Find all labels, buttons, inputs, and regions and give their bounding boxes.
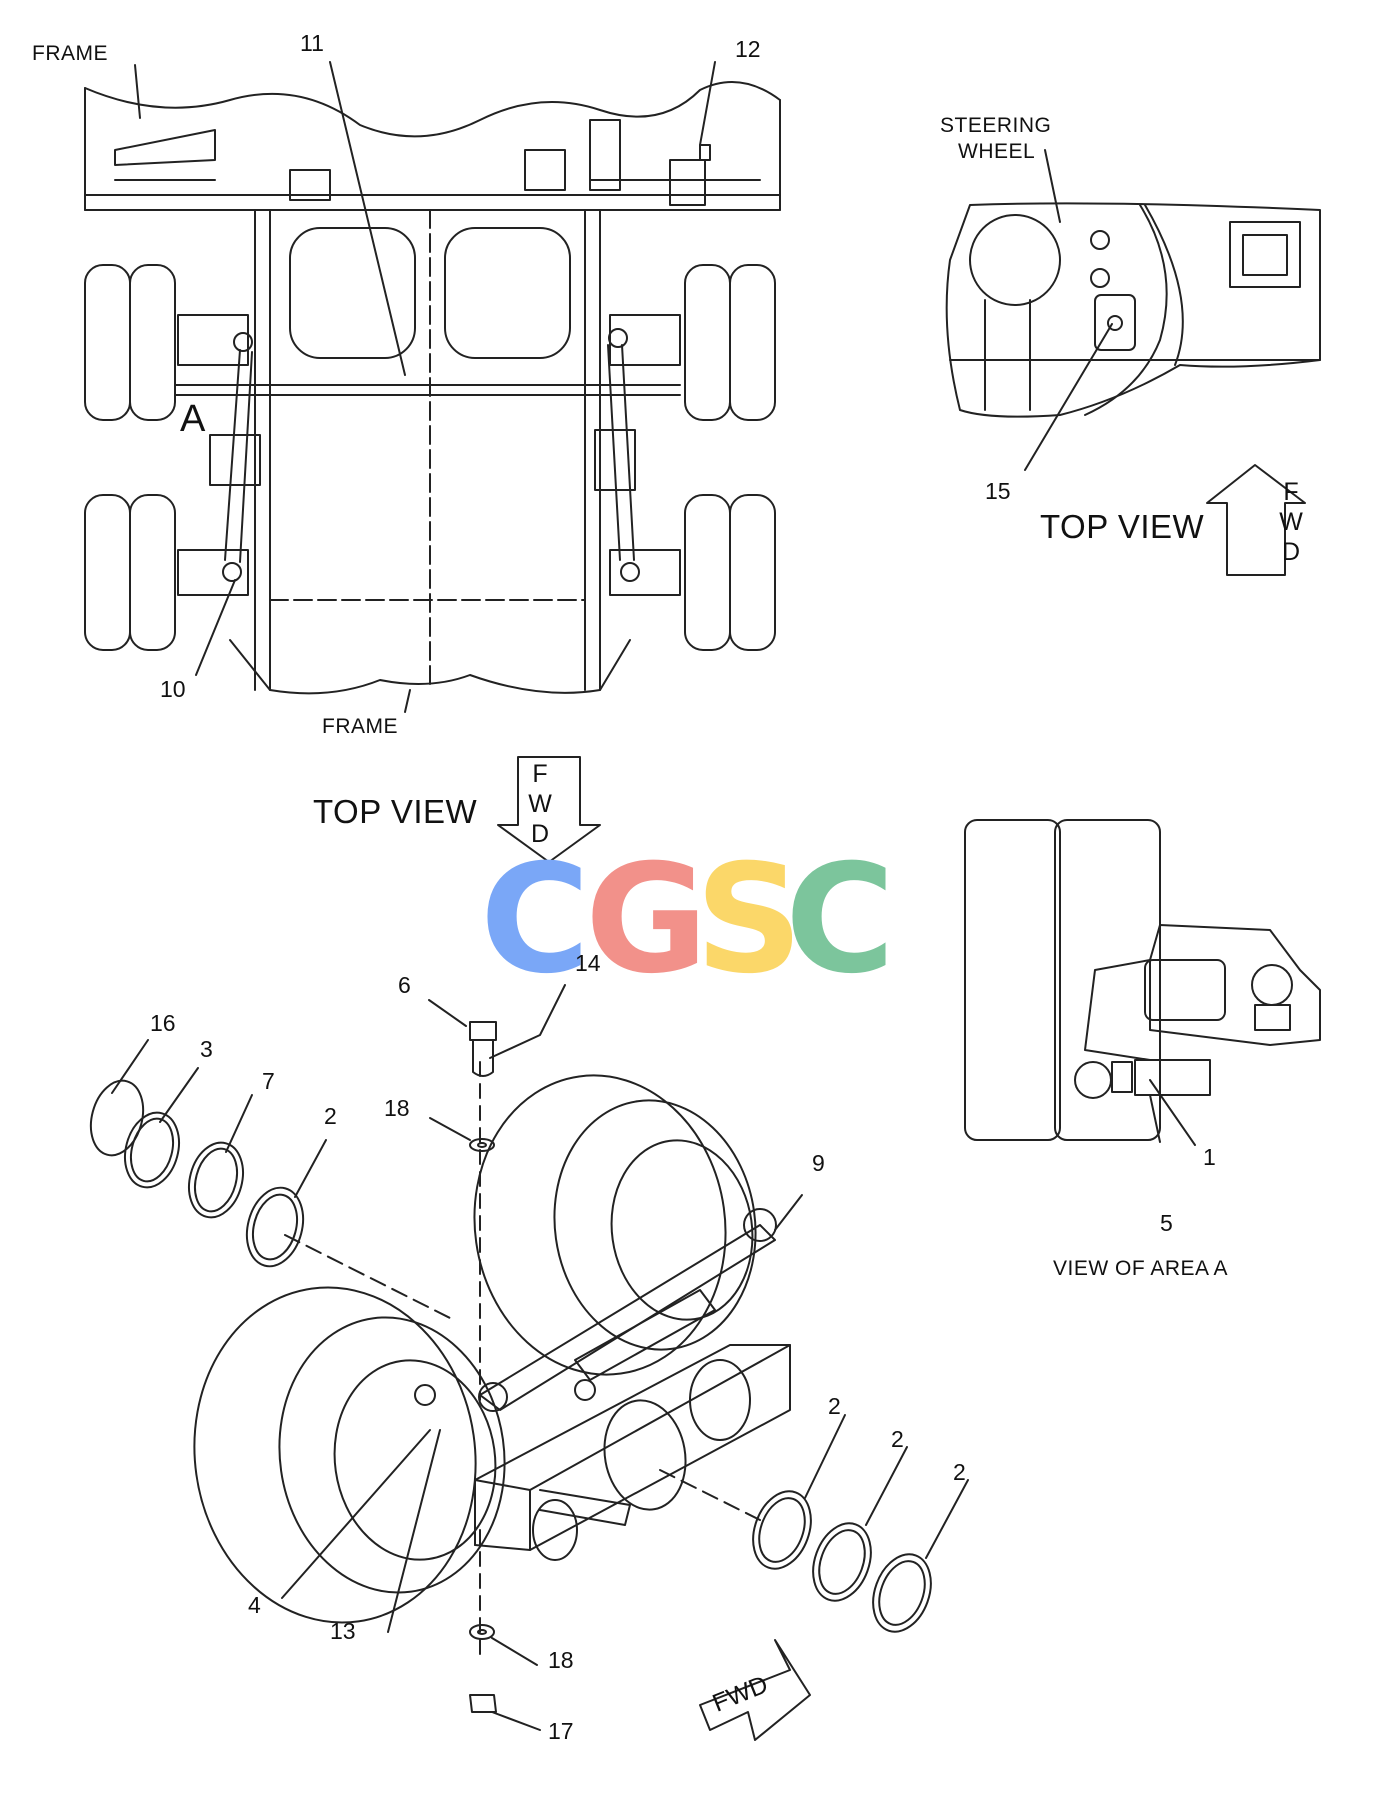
callout-18-top: 18 <box>384 1095 410 1121</box>
callout-15: 15 <box>985 478 1011 504</box>
steering-wheel-label-line2: WHEEL <box>958 140 1036 163</box>
callout-2-right-c: 2 <box>953 1459 966 1485</box>
fwd-letter-w-middle: W <box>528 790 552 818</box>
fwd-arrow-right <box>1206 464 1306 576</box>
callout-4: 4 <box>248 1592 261 1618</box>
steering-wheel-label-line1: STEERING <box>940 114 1052 137</box>
callout-6: 6 <box>398 972 411 998</box>
callout-9: 9 <box>812 1150 825 1176</box>
callout-3: 3 <box>200 1036 213 1062</box>
fwd-letter-f-right: F <box>1283 478 1299 506</box>
machine-top-view <box>84 61 781 713</box>
area-a-marker: A <box>180 398 206 440</box>
fwd-letter-f-middle: F <box>532 760 548 788</box>
fwd-letter-d-right: D <box>1281 538 1301 566</box>
callout-1: 1 <box>1203 1144 1216 1170</box>
callout-11: 11 <box>300 30 324 56</box>
watermark-letter-c1: C <box>480 833 591 1007</box>
fwd-letter-w-right: W <box>1279 508 1303 536</box>
fwd-arrow-bottom <box>699 1639 811 1741</box>
callout-14: 14 <box>575 950 601 976</box>
watermark-letter-s: S <box>695 833 804 1007</box>
frame-label-top: FRAME <box>32 42 108 65</box>
top-view-label-right: TOP VIEW <box>1040 508 1205 545</box>
callout-13: 13 <box>330 1618 356 1644</box>
frame-label-bottom: FRAME <box>322 715 398 738</box>
fwd-arrow-middle <box>497 756 601 863</box>
callout-2-right-b: 2 <box>891 1426 904 1452</box>
callout-16: 16 <box>150 1010 176 1036</box>
top-view-label-middle: TOP VIEW <box>313 793 478 830</box>
callout-7: 7 <box>262 1068 275 1094</box>
callout-2-left: 2 <box>324 1103 337 1129</box>
watermark-letter-c2: C <box>785 833 896 1007</box>
steering-top-view <box>945 149 1321 471</box>
fwd-letter-d-middle: D <box>530 820 550 848</box>
callout-12: 12 <box>735 36 761 62</box>
exploded-view <box>89 984 969 1731</box>
callout-5: 5 <box>1160 1210 1173 1236</box>
callout-18-bottom: 18 <box>548 1647 574 1673</box>
callout-17: 17 <box>548 1718 574 1744</box>
callout-2-right-a: 2 <box>828 1393 841 1419</box>
callout-10: 10 <box>160 676 186 702</box>
view-of-area-a-label: VIEW OF AREA A <box>1053 1257 1229 1280</box>
area-a-view <box>964 819 1321 1146</box>
watermark-letter-g: G <box>585 833 709 1007</box>
